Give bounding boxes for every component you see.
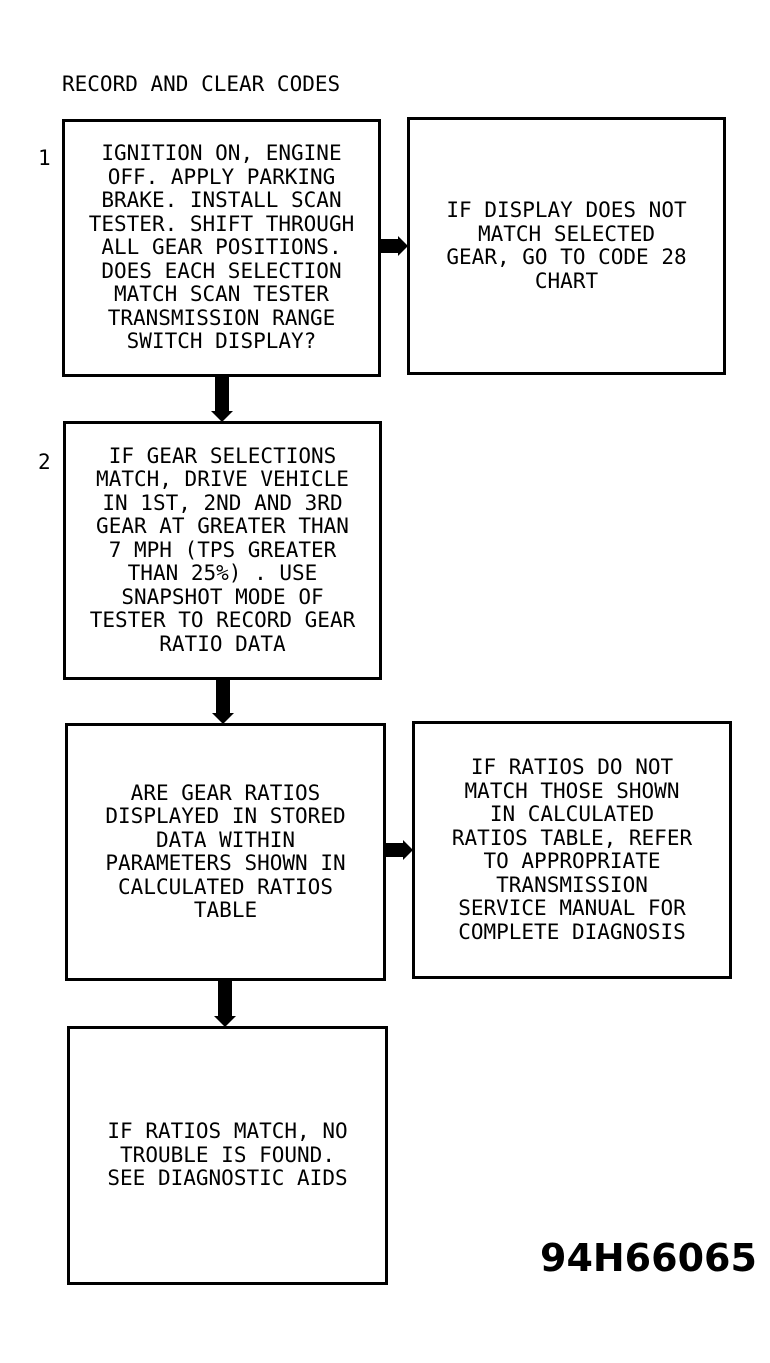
step3-no-branch-box: IF RATIOS DO NOT MATCH THOSE SHOWN IN CA…: [412, 721, 732, 979]
step-number-2: 2: [38, 450, 51, 474]
arrow-step3-to-step4: [214, 980, 236, 1027]
arrow-step1-to-display-mismatch: [380, 236, 408, 256]
step4-result-text: IF RATIOS MATCH, NO TROUBLE IS FOUND. SE…: [107, 1119, 348, 1191]
step1-no-branch-box: IF DISPLAY DOES NOT MATCH SELECTED GEAR,…: [407, 117, 726, 375]
step1-no-branch-text: IF DISPLAY DOES NOT MATCH SELECTED GEAR,…: [446, 198, 687, 293]
step-number-1: 1: [38, 146, 51, 170]
arrow-step3-to-ratio-mismatch: [385, 840, 413, 860]
diagram-header: RECORD AND CLEAR CODES: [62, 72, 341, 96]
step3-no-branch-text: IF RATIOS DO NOT MATCH THOSE SHOWN IN CA…: [451, 755, 693, 944]
step2-action-box: IF GEAR SELECTIONS MATCH, DRIVE VEHICLE …: [63, 421, 382, 680]
arrow-step1-to-step2: [211, 375, 233, 422]
step2-action-text: IF GEAR SELECTIONS MATCH, DRIVE VEHICLE …: [89, 443, 356, 656]
step4-result-box: IF RATIOS MATCH, NO TROUBLE IS FOUND. SE…: [67, 1026, 388, 1285]
step3-question-box: ARE GEAR RATIOS DISPLAYED IN STORED DATA…: [65, 723, 386, 981]
figure-id: 94H66065: [540, 1236, 757, 1280]
step3-question-text: ARE GEAR RATIOS DISPLAYED IN STORED DATA…: [105, 780, 346, 922]
step1-question-box: IGNITION ON, ENGINE OFF. APPLY PARKING B…: [62, 119, 381, 377]
step1-question-text: IGNITION ON, ENGINE OFF. APPLY PARKING B…: [88, 141, 355, 354]
arrow-step2-to-step3: [212, 679, 234, 724]
